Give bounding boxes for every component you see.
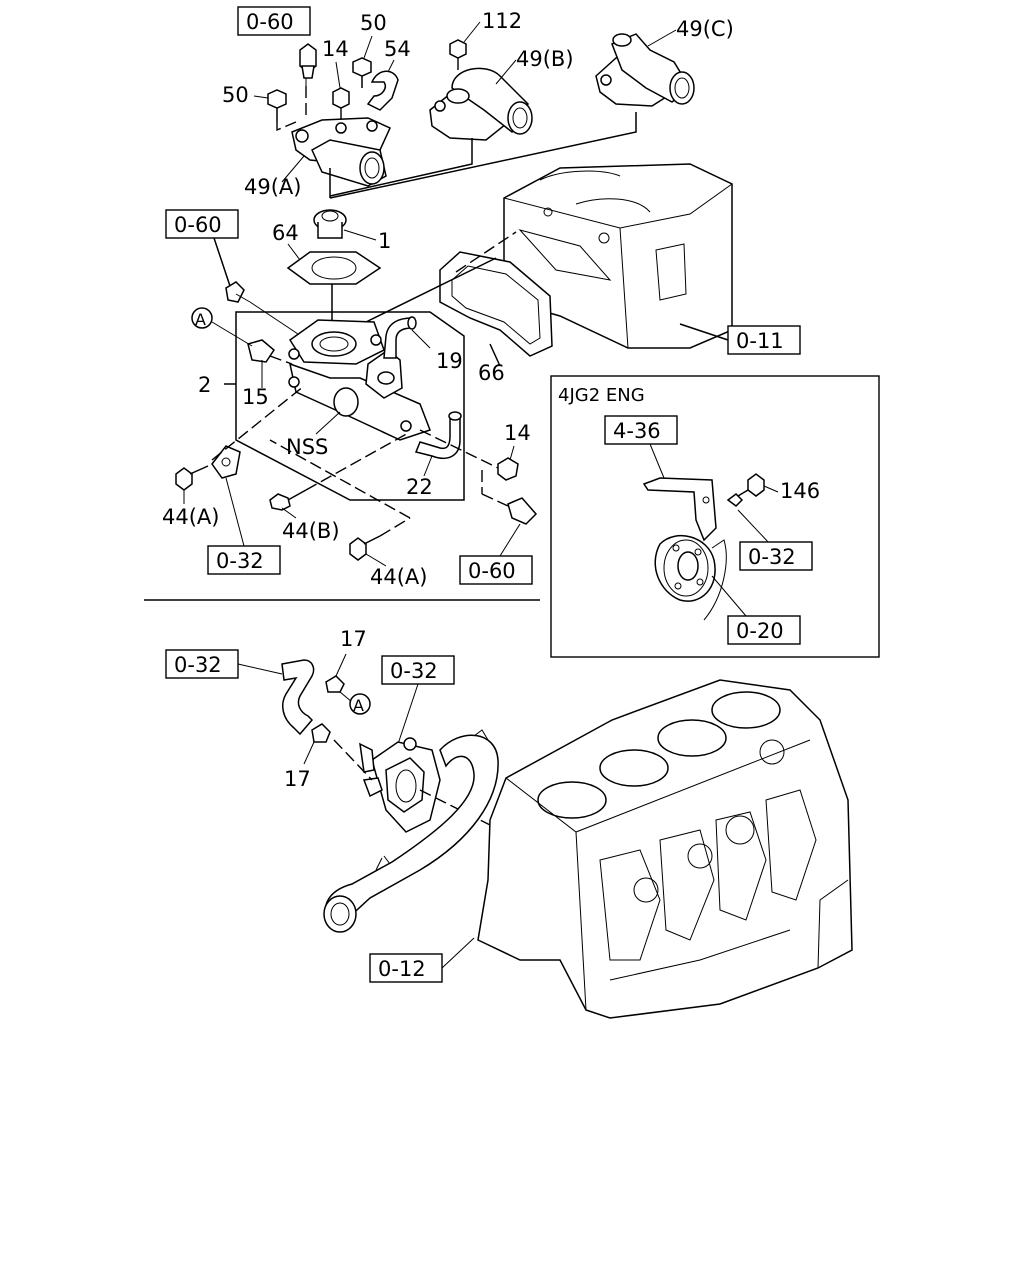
label-146: 146 (780, 479, 820, 503)
callout-a-top: A (191, 307, 213, 329)
ref-label: 0-32 (390, 659, 438, 683)
label-19: 19 (436, 349, 463, 373)
ref-box-0-60-sensor[interactable]: 0-60 (165, 209, 239, 239)
ref-label: 0-32 (748, 545, 796, 569)
ref-box-0-60-top[interactable]: 0-60 (237, 6, 311, 36)
ref-box-0-32-pump[interactable]: 0-32 (381, 655, 455, 685)
cylinder-head (503, 163, 733, 349)
bolt-50-top (352, 57, 372, 88)
ref-box-0-32-inset[interactable]: 0-32 (739, 541, 813, 571)
ref-box-0-32-upper[interactable]: 0-32 (207, 545, 281, 575)
gasket-clip-left (211, 445, 241, 479)
label-50-left: 50 (222, 83, 249, 107)
label-112: 112 (482, 9, 522, 33)
label-44a-bottom: 44(A) (370, 565, 427, 589)
ref-label: 4-36 (613, 419, 661, 443)
bolt-50-left (267, 89, 287, 122)
label-64: 64 (272, 221, 299, 245)
thermostat-housing-49c (595, 33, 695, 107)
svg-text:A: A (195, 310, 206, 329)
label-2: 2 (198, 373, 211, 397)
pulley (654, 534, 716, 602)
clip-54 (366, 70, 399, 111)
label-44a-left: 44(A) (162, 505, 219, 529)
label-44b: 44(B) (282, 519, 340, 543)
water-temp-sensor-top (299, 43, 317, 86)
gasket-64 (286, 251, 382, 285)
pipe-22 (414, 411, 462, 460)
bolt-112 (449, 39, 467, 59)
leader-lines (183, 21, 779, 567)
water-pump-inlet (359, 737, 441, 833)
label-14-top: 14 (322, 37, 349, 61)
ref-label: 0-12 (378, 957, 426, 981)
bolt-146 (726, 473, 765, 507)
ref-box-0-32-hose[interactable]: 0-32 (165, 649, 239, 679)
bolt-44a-left (175, 465, 209, 491)
water-pipe (323, 729, 499, 933)
part-labels: 50 14 54 112 49(B) 49(C) 50 49(A) 1 64 1… (162, 9, 820, 791)
union-15 (247, 339, 275, 363)
thermostat-1 (313, 209, 347, 239)
ref-box-4-36[interactable]: 4-36 (604, 415, 678, 445)
label-54: 54 (384, 37, 411, 61)
label-49b: 49(B) (516, 47, 574, 71)
thermostat-housing-49b (429, 67, 533, 141)
label-17-top: 17 (340, 627, 367, 651)
ref-label: 0-32 (174, 653, 222, 677)
clamp-17-bottom (311, 723, 331, 743)
label-17-bottom: 17 (284, 767, 311, 791)
ref-label: 0-60 (174, 213, 222, 237)
engine-block (477, 679, 853, 1019)
inset-4jg2-eng: 4JG2 ENG 4-36 0-32 (550, 375, 880, 658)
label-1: 1 (378, 229, 391, 253)
water-outlet-assembly (288, 319, 431, 441)
plug-14-top (332, 87, 350, 109)
ref-label: 0-11 (736, 329, 784, 353)
gasket-66 (439, 251, 553, 357)
ref-label: 0-32 (216, 549, 264, 573)
callout-a-lower: A (349, 693, 371, 715)
clamp-17-top (325, 675, 345, 693)
plug-14-right (497, 457, 519, 481)
label-22: 22 (406, 475, 433, 499)
inset-title: 4JG2 ENG (558, 385, 645, 406)
label-49a: 49(A) (244, 175, 301, 199)
label-15: 15 (242, 385, 269, 409)
ref-box-0-12[interactable]: 0-12 (369, 953, 443, 983)
water-temp-sensor-right (507, 497, 538, 525)
ref-box-0-60-lower[interactable]: 0-60 (459, 555, 533, 585)
svg-text:A: A (353, 696, 364, 715)
ref-label: 0-60 (246, 10, 294, 34)
stud-44b (269, 489, 307, 511)
bypass-hose (281, 659, 315, 736)
label-nss: NSS (286, 435, 328, 459)
ref-label: 0-60 (468, 559, 516, 583)
label-49c: 49(C) (676, 17, 734, 41)
ref-box-0-11[interactable]: 0-11 (727, 325, 801, 355)
label-14-right: 14 (504, 421, 531, 445)
ref-label: 0-20 (736, 619, 784, 643)
ref-box-0-20[interactable]: 0-20 (727, 615, 801, 645)
pipe-19 (383, 316, 417, 359)
label-66: 66 (478, 361, 505, 385)
thermostat-housing-49a (291, 117, 391, 187)
bracket (642, 477, 717, 542)
label-50-top: 50 (360, 11, 387, 35)
bolt-44a-bottom (349, 535, 381, 561)
water-temp-sensor-left (225, 281, 251, 303)
